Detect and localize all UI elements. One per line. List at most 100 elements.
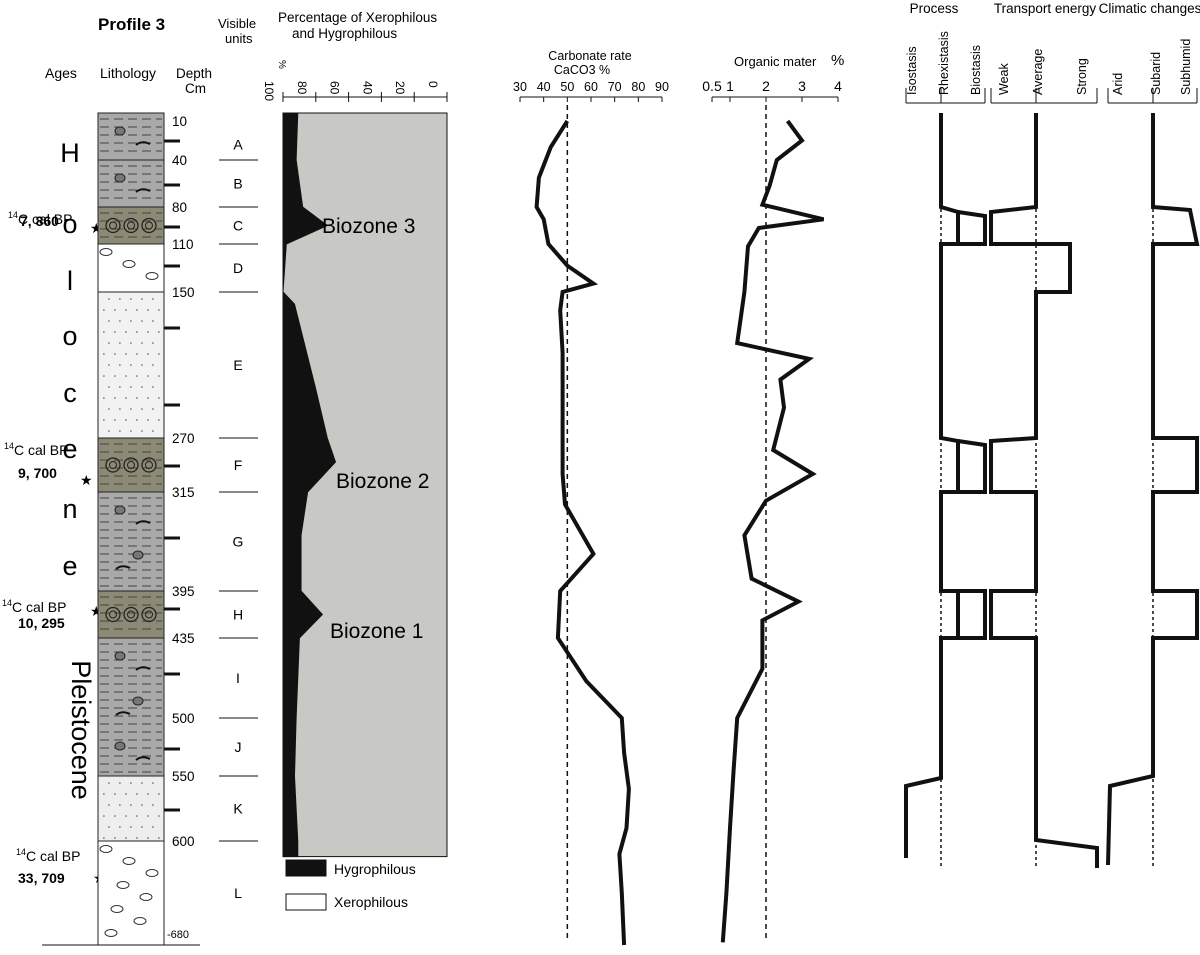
holocene-letter: o <box>62 321 77 351</box>
sand-dot <box>125 331 127 333</box>
organic-unit: % <box>831 52 844 69</box>
unit-label: I <box>236 670 240 686</box>
carbonate-title: Carbonate rate <box>548 49 631 63</box>
sand-dot <box>108 826 110 828</box>
spiral-shell-inner <box>109 610 117 619</box>
lithology-layer <box>97 491 165 592</box>
percent-tick-label: 0 <box>426 81 440 88</box>
date-value: 7, 860 <box>20 213 59 229</box>
depth-unit-header: Cm <box>185 81 206 96</box>
sand-dot <box>130 386 132 388</box>
unit-label: A <box>233 137 243 153</box>
carbonate-tick-label: 30 <box>513 80 527 94</box>
sand-dot <box>147 397 149 399</box>
depth-label: -680 <box>167 929 189 941</box>
sand-dot <box>141 342 143 344</box>
plant-remains <box>135 520 151 525</box>
spiral-shell <box>123 606 139 623</box>
sand-dot <box>158 353 160 355</box>
gravel-clast <box>122 857 136 865</box>
sand-dot <box>136 375 138 377</box>
depth-label: 150 <box>172 285 195 300</box>
sand-dot <box>108 320 110 322</box>
sand-dot <box>119 826 121 828</box>
sand-dot <box>163 342 165 344</box>
spiral-shell <box>141 606 157 623</box>
sand-dot <box>103 353 105 355</box>
sand-dot <box>163 320 165 322</box>
percentage-title: Percentage of Xerophilous <box>278 10 437 25</box>
sand-dot <box>158 815 160 817</box>
sand-dot <box>119 782 121 784</box>
legend-hygrophilous-swatch <box>285 859 327 877</box>
sand-dot <box>152 782 154 784</box>
transport-energy-curve <box>989 113 1099 868</box>
sand-dot <box>108 408 110 410</box>
sand-dot <box>108 430 110 432</box>
plant-remains <box>135 666 151 671</box>
sand-dot <box>141 804 143 806</box>
spiral-shell <box>123 457 139 473</box>
organic-tick-label: 0.5 <box>702 78 722 94</box>
date-label: 14C cal BP <box>2 598 66 615</box>
panel-column-label: Subhumid <box>1179 39 1193 95</box>
sand-dot <box>147 375 149 377</box>
lithology-layer <box>97 840 165 946</box>
depth-label: 10 <box>172 114 187 129</box>
process-curve <box>904 113 960 858</box>
sand-dot <box>152 804 154 806</box>
organic-tick-label: 4 <box>834 78 842 94</box>
plant-remains <box>135 141 151 146</box>
sand-dot <box>108 782 110 784</box>
sand-dot <box>163 408 165 410</box>
date-superscript: 14 <box>2 598 12 608</box>
spiral-shell <box>105 606 121 623</box>
depth-label: 500 <box>172 711 195 726</box>
shell-fragment <box>114 126 126 136</box>
depth-label: 80 <box>172 200 187 215</box>
hygrophilous-area <box>282 112 337 858</box>
spiral-shell <box>105 217 121 234</box>
date-prefix: C cal BP <box>14 442 68 458</box>
spiral-shell-inner <box>127 221 135 230</box>
sand-dot <box>152 430 154 432</box>
gravel-clast <box>116 881 130 889</box>
sand-dot <box>108 804 110 806</box>
unit-label: L <box>234 885 242 901</box>
sand-dot <box>141 386 143 388</box>
sand-dot <box>163 386 165 388</box>
organic-line <box>720 119 825 943</box>
panel-column-label: Isostasis <box>905 46 919 95</box>
sand-dot <box>108 298 110 300</box>
sand-dot <box>114 837 116 839</box>
sand-dot <box>141 782 143 784</box>
process-biostasis-step <box>958 589 987 640</box>
biozone-label: Biozone 2 <box>336 470 429 493</box>
profile-title: Profile 3 <box>98 15 165 34</box>
lithology-column <box>42 112 200 946</box>
gravel-clast <box>110 905 124 913</box>
sand-dot <box>147 793 149 795</box>
sand-dot <box>141 320 143 322</box>
sand-dot <box>114 353 116 355</box>
lithology-layer <box>97 590 165 639</box>
sand-dot <box>141 298 143 300</box>
unit-label: H <box>233 607 243 623</box>
sand-dot <box>125 309 127 311</box>
carbonate-tick-label: 80 <box>631 80 645 94</box>
depth-label: 270 <box>172 431 195 446</box>
sand-dot <box>114 419 116 421</box>
depth-label: 395 <box>172 584 195 599</box>
sand-dot <box>125 353 127 355</box>
date-label: 14C cal BP <box>16 847 80 864</box>
organic-tick-label: 1 <box>726 78 734 94</box>
sand-dot <box>103 309 105 311</box>
spiral-shell <box>105 457 121 473</box>
process-biostasis-step <box>957 439 987 494</box>
depth-label: 435 <box>172 631 195 646</box>
sand-dot <box>125 815 127 817</box>
carbonate-tick-label: 50 <box>560 80 574 94</box>
sand-dot <box>152 408 154 410</box>
